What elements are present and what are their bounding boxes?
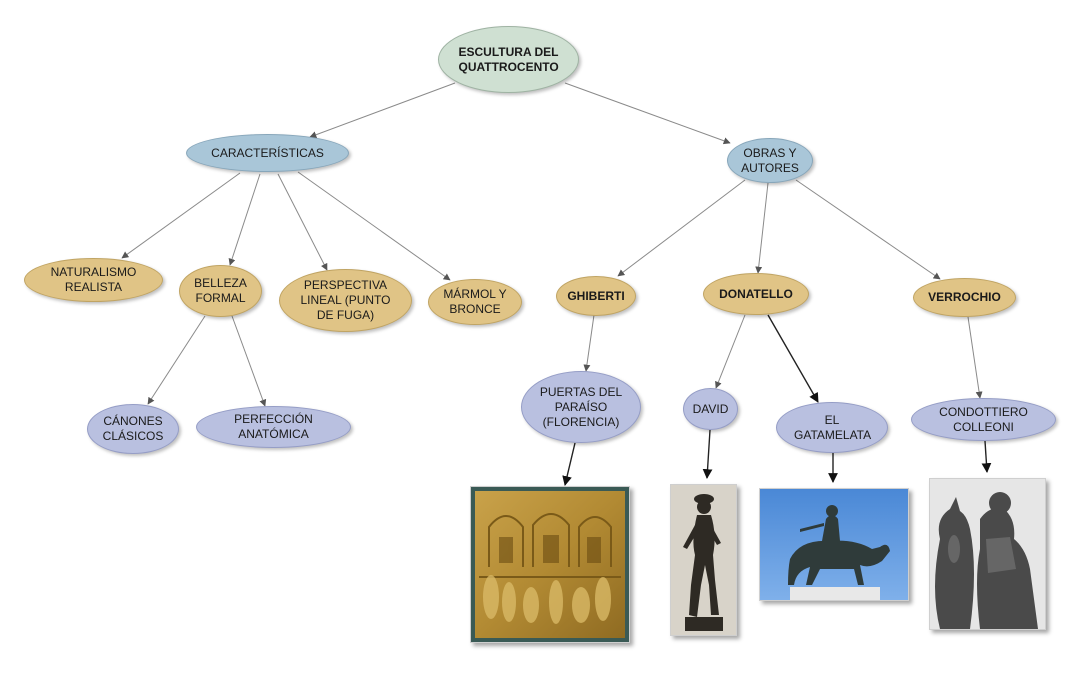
edge-obras-verrochio — [795, 179, 941, 280]
condottiero-colleoni-image — [929, 478, 1046, 630]
node-perspectiva-label: PERSPECTIVA LINEAL (PUNTO DE FUGA) — [300, 278, 391, 322]
edge-donatello-david — [715, 314, 746, 389]
node-ghiberti: GHIBERTI — [556, 276, 636, 316]
node-ghiberti-label: GHIBERTI — [567, 288, 625, 303]
node-perfeccion: PERFECCIÓN ANATÓMICA — [196, 406, 351, 448]
node-naturalismo-label: NATURALISMO REALISTA — [50, 265, 137, 294]
node-root-label: ESCULTURA DEL QUATTROCENTO — [458, 44, 559, 74]
puertas-paraiso-image — [470, 486, 630, 643]
edge-ghiberti-puertas — [583, 314, 595, 372]
node-puertas-label: PUERTAS DEL PARAÍSO (FLORENCIA) — [539, 384, 623, 429]
edge-car-naturalismo — [121, 172, 241, 259]
node-condottiero: CONDOTTIERO COLLEONI — [911, 398, 1056, 441]
node-belleza: BELLEZA FORMAL — [179, 265, 262, 317]
node-condottiero-label: CONDOTTIERO COLLEONI — [939, 404, 1028, 434]
edge-verrochio-condottiero — [967, 316, 983, 399]
edge-donatello-gatamelata — [767, 314, 819, 403]
node-verrochio-label: VERROCHIO — [928, 290, 1001, 304]
node-david-label: DAVID — [692, 401, 729, 416]
edge-puertas-image — [562, 442, 576, 486]
edge-root-obras — [564, 82, 731, 145]
edge-belleza-canones — [147, 315, 206, 405]
node-verrochio: VERROCHIO — [913, 278, 1016, 317]
edge-obras-ghiberti — [617, 179, 746, 277]
david-image — [670, 484, 737, 636]
node-perfeccion-label: PERFECCIÓN ANATÓMICA — [234, 412, 313, 441]
node-obras-label: OBRAS Y AUTORES — [741, 145, 799, 175]
node-caracteristicas: CARACTERÍSTICAS — [186, 134, 349, 172]
node-marmol-label: MÁRMOL Y BRONCE — [443, 287, 507, 316]
gatamelata-image — [759, 488, 909, 601]
node-gatamelata: EL GATAMELATA — [776, 402, 888, 453]
node-donatello: DONATELLO — [703, 273, 809, 315]
node-canones-label: CÁNONES CLÁSICOS — [102, 414, 164, 443]
node-marmol: MÁRMOL Y BRONCE — [428, 279, 522, 325]
edge-condottiero-image — [981, 440, 992, 473]
node-canones: CÁNONES CLÁSICOS — [87, 404, 179, 454]
node-perspectiva: PERSPECTIVA LINEAL (PUNTO DE FUGA) — [279, 269, 412, 332]
node-belleza-label: BELLEZA FORMAL — [194, 276, 247, 305]
edge-car-belleza — [228, 173, 261, 266]
node-gatamelata-label: EL GATAMELATA — [794, 412, 872, 442]
edge-belleza-perfeccion — [231, 315, 267, 407]
edge-obras-donatello — [755, 182, 769, 274]
edge-david-image — [702, 429, 713, 479]
node-naturalismo: NATURALISMO REALISTA — [24, 258, 163, 302]
edge-car-perspectiva — [277, 173, 328, 271]
node-donatello-label: DONATELLO — [719, 286, 793, 301]
edge-root-caracteristicas — [309, 82, 456, 139]
edge-car-marmol — [297, 171, 451, 281]
node-obras-autores: OBRAS Y AUTORES — [727, 138, 813, 183]
node-root: ESCULTURA DEL QUATTROCENTO — [438, 26, 579, 93]
node-puertas: PUERTAS DEL PARAÍSO (FLORENCIA) — [521, 371, 641, 443]
node-caracteristicas-label: CARACTERÍSTICAS — [211, 145, 324, 160]
node-david: DAVID — [683, 388, 738, 430]
